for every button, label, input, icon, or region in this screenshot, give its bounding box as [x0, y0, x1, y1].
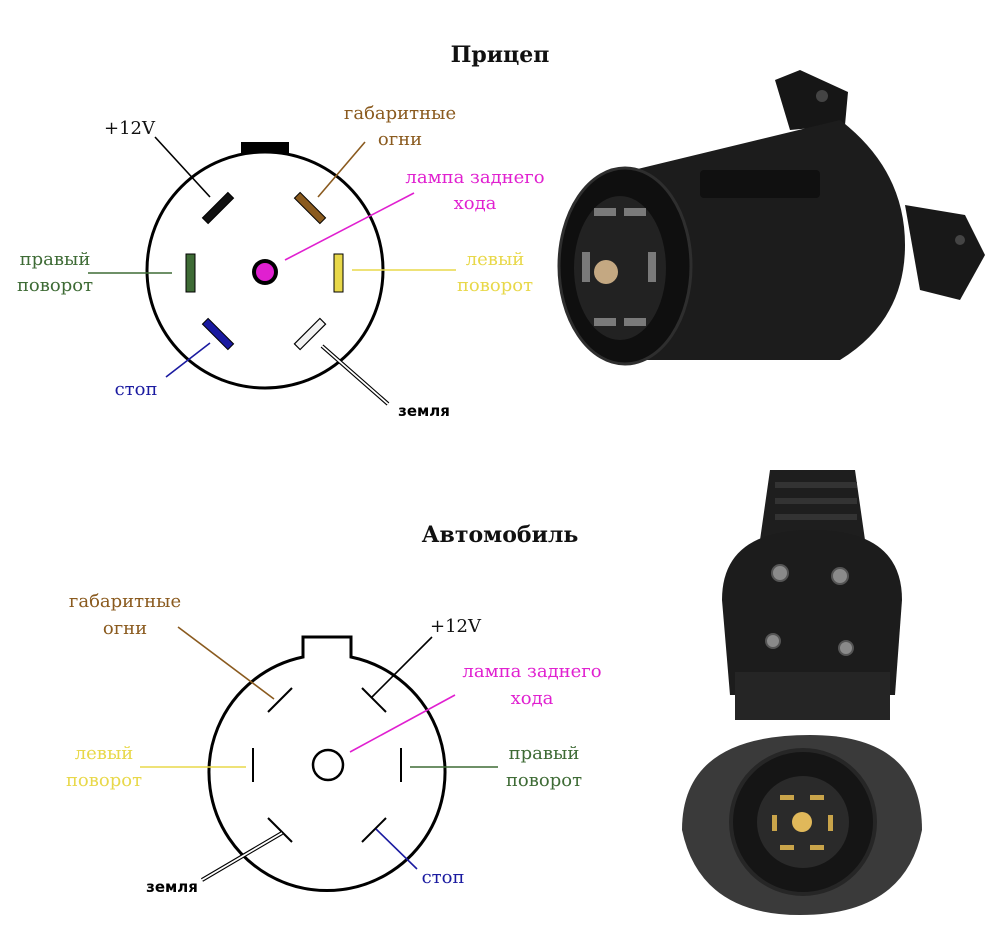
car-socket-center-contact [792, 812, 812, 832]
trailer-label-stop: стоп [115, 379, 158, 400]
car-socket-contact [810, 795, 824, 800]
car-label-park-1: габаритные [69, 591, 181, 612]
trailer-pin-park [293, 191, 327, 225]
trailer-plug-photo [557, 70, 985, 366]
car-connector-diagram [140, 626, 498, 892]
car-socket-contact [810, 845, 824, 850]
trailer-plug-side-hole [955, 235, 965, 245]
car-pin-reverse [311, 748, 345, 782]
trailer-pin-stop [201, 317, 235, 351]
car-socket-contact [828, 815, 833, 831]
trailer-label-reverse-2: хода [454, 193, 497, 214]
trailer-plug-face-inner [574, 196, 666, 340]
trailer-label-park-1: габаритные [344, 103, 456, 124]
car-pin-ground [267, 817, 293, 843]
trailer-section: Прицеп +12V габаритные огни [17, 42, 985, 422]
car-socket-boot-rib [775, 498, 857, 504]
trailer-plug-slot [624, 208, 646, 216]
trailer-plug-top-mount [775, 70, 848, 130]
trailer-label-left-2: поворот [457, 275, 533, 296]
trailer-pin-right-turn [185, 253, 196, 293]
car-leader-plus12 [371, 636, 433, 698]
trailer-label-park-2: огни [378, 129, 422, 150]
trailer-label-plus12: +12V [104, 118, 156, 139]
car-title: Автомобиль [422, 522, 579, 548]
car-pin-stop [361, 817, 387, 843]
trailer-pin-left-turn [333, 253, 344, 293]
car-leader-stop [375, 828, 418, 870]
car-label-stop: стоп [422, 867, 465, 888]
trailer-plug-grip [700, 170, 820, 198]
car-label-right-2: поворот [506, 770, 582, 791]
car-socket-screw [838, 640, 854, 656]
car-socket-contact [772, 815, 777, 831]
car-label-ground: земля [146, 878, 198, 896]
trailer-plug-slot [594, 318, 616, 326]
trailer-leader-ground [321, 345, 389, 405]
car-socket-screw [771, 564, 789, 582]
car-label-left-1: левый [75, 743, 134, 764]
car-socket-contact [780, 795, 794, 800]
trailer-label-ground: земля [398, 402, 450, 420]
car-socket-contact [780, 845, 794, 850]
car-socket-back-plate [722, 530, 902, 695]
car-label-reverse-2: хода [511, 688, 554, 709]
trailer-plug-slots [582, 208, 656, 326]
car-label-reverse-1: лампа заднего [462, 661, 601, 682]
trailer-title: Прицеп [451, 42, 550, 68]
car-label-park-2: огни [103, 618, 147, 639]
car-label-left-2: поворот [66, 770, 142, 791]
trailer-plug-slot [648, 252, 656, 282]
car-socket-screw [831, 567, 849, 585]
car-socket-screw [765, 633, 781, 649]
trailer-connector-diagram [88, 136, 456, 406]
trailer-plug-slot [594, 208, 616, 216]
trailer-leader-stop [165, 342, 211, 378]
car-leader-ground [201, 832, 283, 881]
trailer-plug-mount-hole [816, 90, 828, 102]
trailer-label-right-2: поворот [17, 275, 93, 296]
trailer-leader-plus12 [154, 136, 211, 198]
car-section: Автомобиль габаритные огни +12V лампа за… [66, 470, 922, 915]
trailer-plug-slot [582, 252, 590, 282]
car-label-plus12: +12V [430, 616, 482, 637]
trailer-plug-body [625, 120, 905, 360]
car-socket-photo [682, 470, 922, 915]
car-socket-boot-rib [775, 514, 857, 520]
trailer-label-right-1: правый [20, 249, 91, 270]
car-pin-plus12 [361, 687, 387, 713]
car-socket-boot-rib [775, 482, 857, 488]
trailer-label-reverse-1: лампа заднего [405, 167, 544, 188]
trailer-label-left-1: левый [466, 249, 525, 270]
car-socket-contacts [772, 795, 833, 850]
trailer-plug-slot [624, 318, 646, 326]
trailer-plug-side-mount [905, 205, 985, 300]
car-label-right-1: правый [509, 743, 580, 764]
car-socket-cable-boot [760, 470, 865, 540]
trailer-plug-center-pin [594, 260, 618, 284]
trailer-leader-park [317, 141, 366, 198]
car-leader-reverse [349, 694, 456, 753]
trailer-pin-reverse [256, 263, 274, 281]
trailer-pin-ground [293, 317, 327, 351]
trailer-leader-reverse [284, 192, 415, 261]
car-socket-hinge [735, 672, 890, 720]
car-leader-park [177, 626, 275, 700]
trailer-pin-plus12 [201, 191, 235, 225]
car-pin-park [267, 687, 293, 713]
